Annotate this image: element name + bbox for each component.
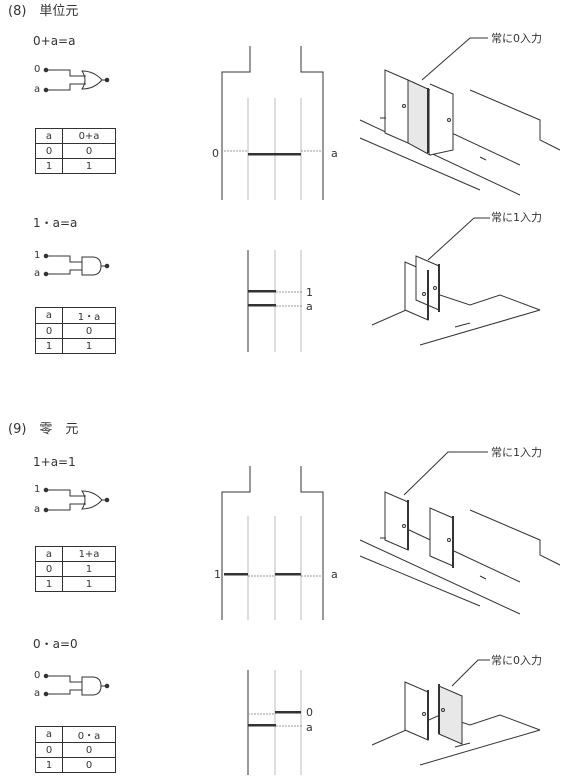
gate-input-label: 1 (34, 484, 41, 495)
equation: 0+a=a (33, 34, 76, 48)
gate-input-label: a (34, 504, 41, 515)
gate-input-label: a (34, 84, 41, 95)
gate-input-label: 1 (34, 250, 41, 261)
door-input-label: 0 (306, 706, 313, 719)
gate-input-label: a (34, 268, 41, 279)
gate-input-label: a (34, 688, 41, 699)
door-input-label: 1 (306, 286, 313, 299)
equation: 0・a=0 (33, 637, 78, 651)
door-input-label: a (331, 147, 338, 160)
gate-input-label: 0 (34, 670, 41, 681)
equation: 1+a=1 (33, 455, 76, 469)
callout-label: 常に0入力 (491, 654, 542, 667)
callout-label: 常に1入力 (491, 211, 542, 224)
callout-label: 常に0入力 (491, 32, 542, 45)
equation: 1・a=a (33, 216, 78, 230)
door-input-label: a (306, 300, 313, 313)
door-input-label: a (306, 721, 313, 734)
callout-label: 常に1入力 (491, 446, 542, 459)
door-input-label: 1 (214, 568, 221, 581)
door-input-label: a (331, 568, 338, 581)
gate-input-label: 0 (34, 64, 41, 75)
section-title-zero-element: (9) 零 元 (8, 422, 79, 437)
door-input-label: 0 (212, 147, 219, 160)
section-title-unit-element: (8) 単位元 (8, 4, 79, 19)
